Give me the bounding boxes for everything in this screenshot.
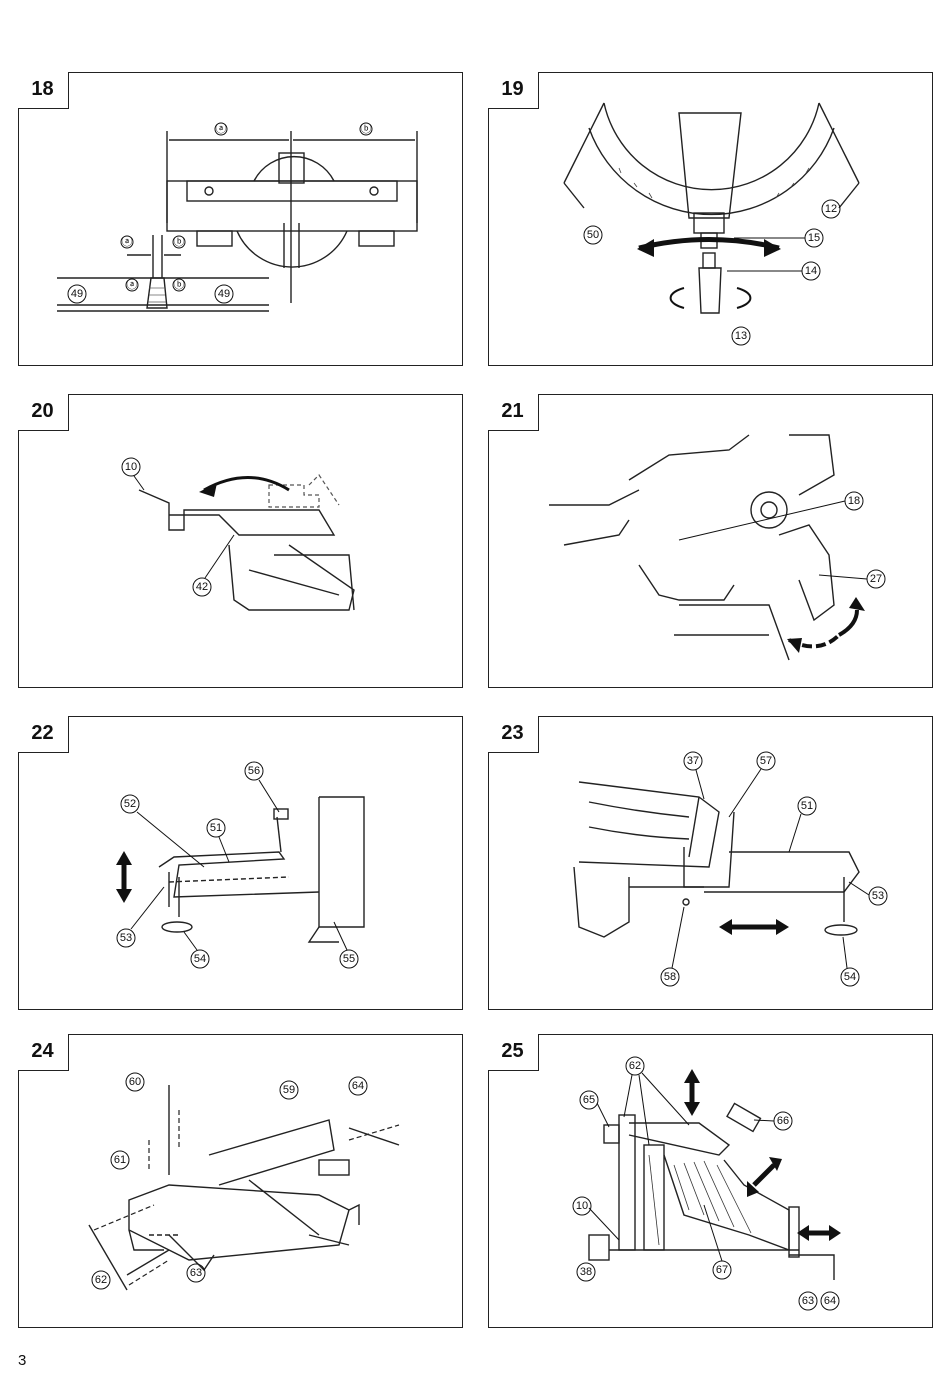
svg-text:ⓑ: ⓑ (361, 122, 372, 135)
figure-24-illustration: 60 59 64 61 62 63 (88, 1072, 400, 1291)
svg-text:10: 10 (125, 461, 137, 473)
figure-19-illustration: 50 12 15 14 13 (563, 102, 860, 346)
svg-text:65: 65 (583, 1094, 595, 1106)
svg-text:37: 37 (687, 755, 699, 767)
svg-text:67: 67 (716, 1264, 728, 1276)
svg-text:14: 14 (805, 265, 817, 277)
svg-text:58: 58 (664, 971, 676, 983)
svg-text:ⓑ: ⓑ (174, 278, 185, 291)
figure-number: 18 (17, 71, 69, 109)
svg-text:49: 49 (218, 288, 230, 300)
figure-20-illustration: 10 42 (121, 457, 355, 611)
figure-18: 18 (17, 71, 463, 366)
svg-text:53: 53 (120, 932, 132, 944)
svg-text:ⓐ: ⓐ (216, 122, 227, 135)
svg-text:49: 49 (71, 288, 83, 300)
svg-text:50: 50 (587, 229, 599, 241)
svg-text:10: 10 (576, 1200, 588, 1212)
svg-text:62: 62 (95, 1274, 107, 1286)
figure-19: 19 50 12 (487, 71, 933, 366)
svg-text:53: 53 (872, 890, 884, 902)
svg-text:56: 56 (248, 765, 260, 777)
svg-text:64: 64 (824, 1295, 836, 1307)
svg-text:63: 63 (802, 1295, 814, 1307)
figure-23-illustration: 37 57 51 53 58 54 (573, 751, 888, 987)
svg-text:ⓐ: ⓐ (127, 278, 138, 291)
svg-text:63: 63 (190, 1267, 202, 1279)
figure-24: 24 60 59 64 61 6 (17, 1033, 463, 1328)
figure-22-illustration: 52 51 56 53 54 55 (116, 761, 365, 969)
svg-text:52: 52 (124, 798, 136, 810)
figure-number: 20 (17, 393, 69, 431)
figure-number: 19 (487, 71, 539, 109)
figure-number: 21 (487, 393, 539, 431)
svg-text:38: 38 (580, 1266, 592, 1278)
figure-number: 23 (487, 715, 539, 753)
svg-text:12: 12 (825, 203, 837, 215)
svg-text:ⓐ: ⓐ (122, 235, 133, 248)
svg-text:61: 61 (114, 1154, 126, 1166)
svg-text:42: 42 (196, 581, 208, 593)
figure-number: 24 (17, 1033, 69, 1071)
figure-23: 23 37 57 51 53 58 54 (487, 715, 933, 1010)
page-number: 3 (18, 1352, 27, 1369)
figure-18-illustration: ⓐ ⓑ ⓐ ⓑ ⓐ ⓑ 49 49 (57, 122, 418, 312)
svg-text:62: 62 (629, 1060, 641, 1072)
svg-text:27: 27 (870, 573, 882, 585)
svg-text:ⓑ: ⓑ (174, 235, 185, 248)
figure-number: 22 (17, 715, 69, 753)
svg-text:55: 55 (343, 953, 355, 965)
figure-25-illustration: 62 65 66 10 38 67 63 64 (572, 1056, 841, 1311)
svg-text:51: 51 (801, 800, 813, 812)
svg-text:57: 57 (760, 755, 772, 767)
figure-number: 25 (487, 1033, 539, 1071)
figure-22: 22 52 51 56 53 54 55 (17, 715, 463, 1010)
svg-text:54: 54 (844, 971, 856, 983)
figure-20: 20 10 42 (17, 393, 463, 688)
svg-text:18: 18 (848, 495, 860, 507)
svg-text:60: 60 (129, 1076, 141, 1088)
svg-text:64: 64 (352, 1080, 364, 1092)
svg-text:66: 66 (777, 1115, 789, 1127)
svg-text:59: 59 (283, 1084, 295, 1096)
figure-25: 25 6 (487, 1033, 933, 1328)
figure-21: 21 18 27 (487, 393, 933, 688)
svg-text:51: 51 (210, 822, 222, 834)
svg-text:15: 15 (808, 232, 820, 244)
svg-text:54: 54 (194, 953, 206, 965)
svg-text:13: 13 (735, 330, 747, 342)
figure-21-illustration: 18 27 (549, 434, 886, 661)
